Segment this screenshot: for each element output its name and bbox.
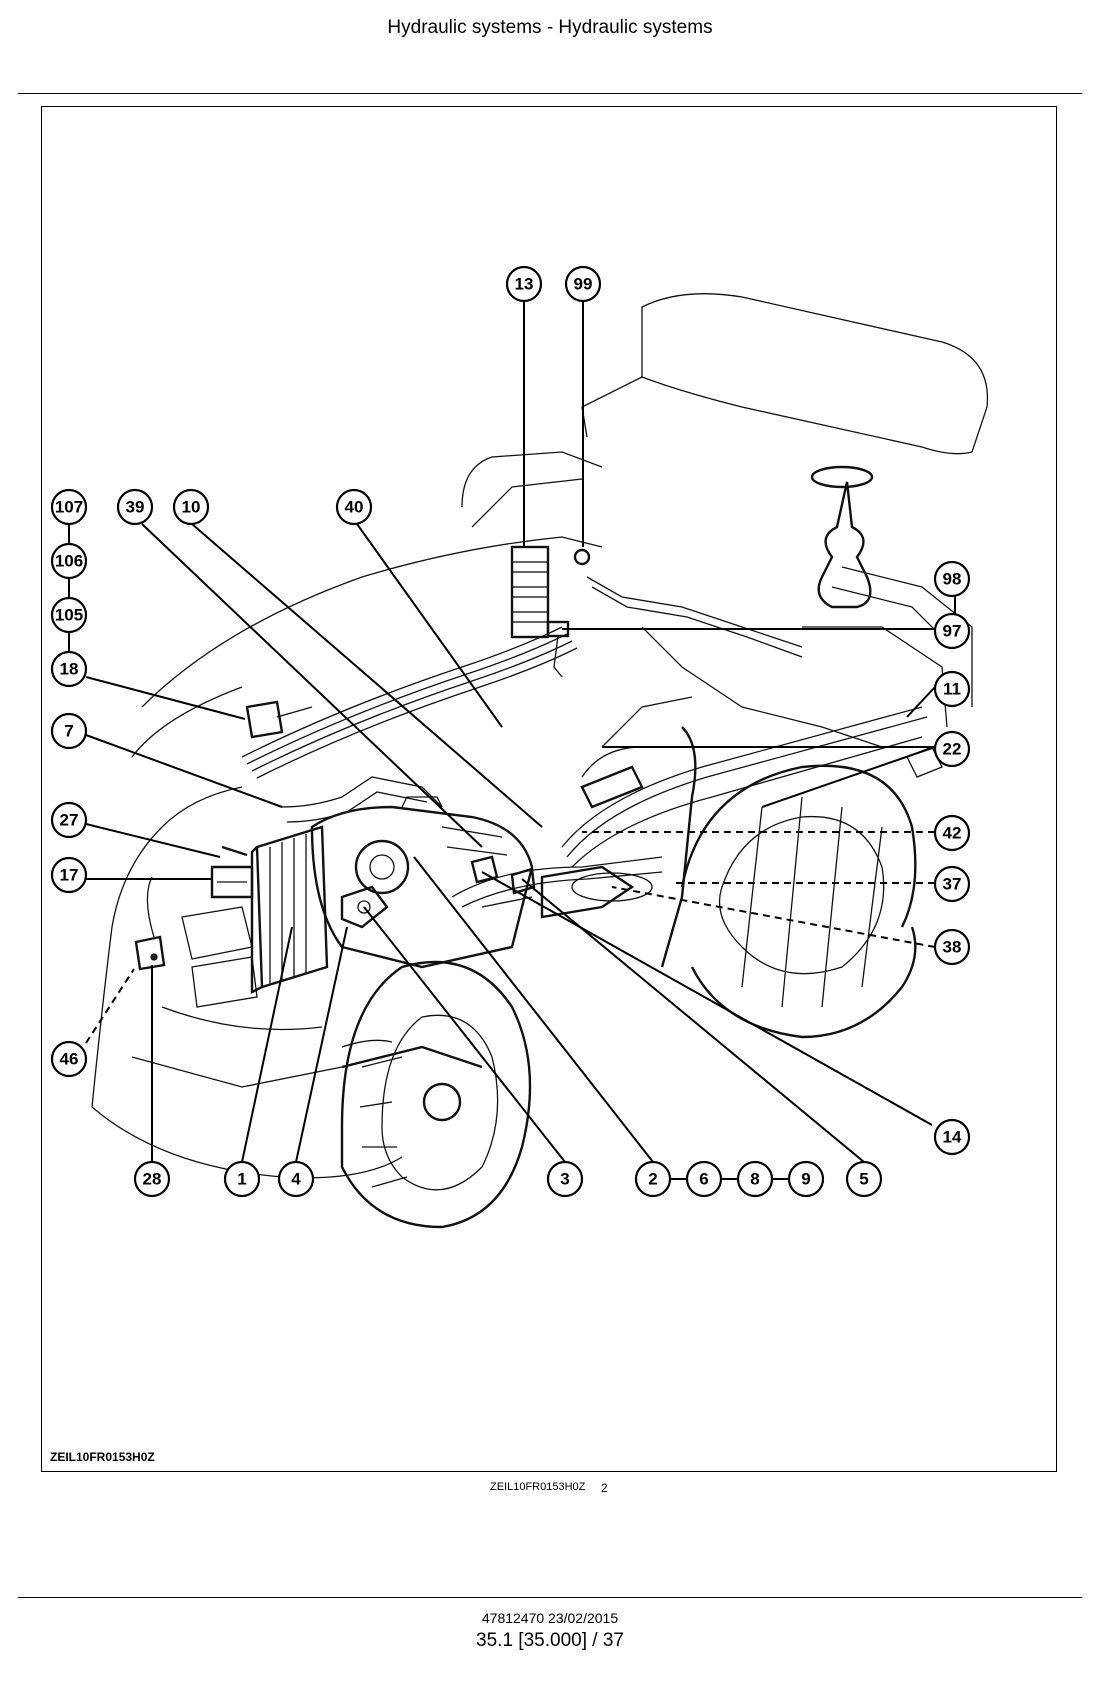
svg-text:39: 39 <box>126 498 145 517</box>
callout-28: 28 <box>133 1160 171 1198</box>
callout-4: 4 <box>277 1160 315 1198</box>
svg-text:5: 5 <box>859 1170 868 1189</box>
callout-5: 5 <box>845 1160 883 1198</box>
caption-number: 2 <box>601 1481 608 1495</box>
callout-22: 22 <box>933 730 971 768</box>
svg-text:8: 8 <box>750 1170 759 1189</box>
callout-17: 17 <box>50 856 88 894</box>
svg-text:11: 11 <box>943 680 961 699</box>
svg-text:27: 27 <box>60 811 79 830</box>
svg-text:13: 13 <box>515 275 534 294</box>
svg-text:107: 107 <box>55 498 83 517</box>
svg-text:6: 6 <box>699 1170 708 1189</box>
tractor-hydraulic-illustration: 13 99 107 39 10 40 106 105 18 7 27 17 46… <box>50 265 989 1229</box>
svg-text:40: 40 <box>345 498 364 517</box>
callout-3: 3 <box>546 1160 584 1198</box>
svg-text:1: 1 <box>237 1170 246 1189</box>
caption-code: ZEIL10FR0153H0Z <box>490 1481 586 1493</box>
callout-6: 6 <box>685 1160 723 1198</box>
callout-10: 10 <box>172 488 210 526</box>
callout-107: 107 <box>50 488 88 526</box>
svg-text:99: 99 <box>574 275 593 294</box>
callout-11: 11 <box>933 670 971 708</box>
figure-frame: 13 99 107 39 10 40 106 105 18 7 27 17 46… <box>41 106 1057 1472</box>
tractor-drawing <box>91 293 989 1229</box>
svg-text:17: 17 <box>60 866 79 885</box>
svg-text:3: 3 <box>560 1170 569 1189</box>
svg-text:18: 18 <box>60 660 79 679</box>
svg-text:2: 2 <box>648 1170 657 1189</box>
leader-lines <box>68 301 956 1163</box>
svg-text:105: 105 <box>55 606 83 625</box>
svg-text:9: 9 <box>801 1170 810 1189</box>
svg-text:38: 38 <box>943 938 962 957</box>
callout-38: 38 <box>933 928 971 966</box>
callout-97: 97 <box>933 612 971 650</box>
svg-text:22: 22 <box>943 740 962 759</box>
callout-2: 2 <box>634 1160 672 1198</box>
callout-98: 98 <box>933 560 971 598</box>
header-divider <box>18 93 1082 94</box>
callout-105: 105 <box>50 596 88 634</box>
callout-bubbles: 13 99 107 39 10 40 106 105 18 7 27 17 46… <box>50 265 971 1198</box>
footer-reference: 47812470 23/02/2015 <box>481 1610 619 1626</box>
callout-106: 106 <box>50 542 88 580</box>
callout-37: 37 <box>933 865 971 903</box>
svg-text:106: 106 <box>55 552 83 571</box>
svg-text:10: 10 <box>182 498 201 517</box>
svg-text:37: 37 <box>943 875 962 894</box>
svg-text:46: 46 <box>60 1050 79 1069</box>
callout-1: 1 <box>223 1160 261 1198</box>
callout-18: 18 <box>50 650 88 688</box>
svg-text:14: 14 <box>943 1128 962 1147</box>
callout-13: 13 <box>505 265 543 303</box>
svg-text:4: 4 <box>291 1170 301 1189</box>
callout-40: 40 <box>335 488 373 526</box>
callout-7: 7 <box>50 712 88 750</box>
svg-text:28: 28 <box>143 1170 162 1189</box>
page-header-title: Hydraulic systems - Hydraulic systems <box>387 17 713 38</box>
figure-code: ZEIL10FR0153H0Z <box>50 1450 155 1464</box>
svg-text:98: 98 <box>943 570 962 589</box>
callout-8: 8 <box>736 1160 774 1198</box>
callout-27: 27 <box>50 801 88 839</box>
callout-99: 99 <box>564 265 602 303</box>
footer-page-number: 35.1 [35.000] / 37 <box>476 1630 624 1651</box>
callout-14: 14 <box>933 1118 971 1156</box>
footer-divider <box>18 1597 1082 1598</box>
callout-46: 46 <box>50 1040 88 1078</box>
callout-42: 42 <box>933 814 971 852</box>
callout-39: 39 <box>116 488 154 526</box>
callout-9: 9 <box>787 1160 825 1198</box>
svg-text:7: 7 <box>64 722 73 741</box>
svg-text:97: 97 <box>943 622 962 641</box>
svg-text:42: 42 <box>943 824 962 843</box>
